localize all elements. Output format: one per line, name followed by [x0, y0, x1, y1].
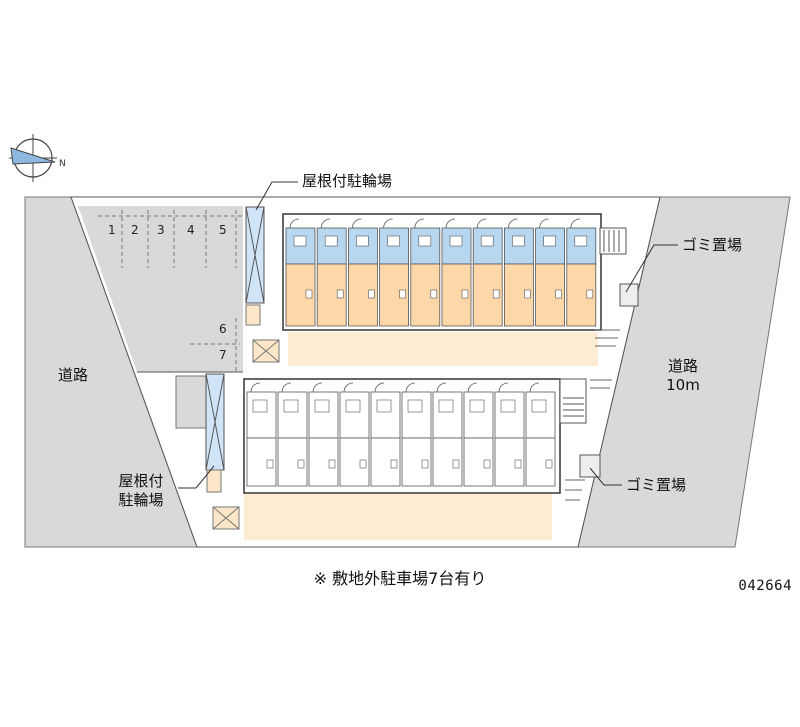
north-unit — [347, 218, 378, 327]
garbage-top-label: ゴミ置場 — [682, 236, 743, 254]
parking-space-5: 5 — [219, 223, 227, 237]
parking-space-2: 2 — [131, 223, 139, 237]
north-unit — [503, 218, 534, 327]
garbage-area-bottom — [579, 454, 601, 478]
south-unit — [463, 382, 494, 487]
parking-space-4: 4 — [187, 223, 195, 237]
bike-shelter-bottom-label: 屋根付 駐輪場 — [106, 472, 176, 510]
map-id: 042664 — [738, 578, 792, 594]
parking-space-3: 3 — [157, 223, 165, 237]
bike-shelter-top-label: 屋根付駐輪場 — [302, 172, 393, 190]
south-building — [243, 378, 587, 540]
south-unit — [525, 382, 556, 487]
south-unit — [308, 382, 339, 487]
bike-shelter-bottom-line1: 屋根付 — [118, 472, 164, 490]
planter-1 — [252, 339, 280, 363]
south-unit — [246, 382, 277, 487]
south-unit — [277, 382, 308, 487]
footnote: ※ 敷地外駐車場7台有り — [313, 569, 487, 588]
bike-shelter-bottom-line2: 駐輪場 — [118, 490, 164, 509]
svg-text:N: N — [59, 159, 66, 169]
parking-space-7: 7 — [219, 348, 227, 362]
north-unit — [379, 218, 410, 327]
parking-space-6: 6 — [219, 322, 227, 336]
north-unit — [566, 218, 597, 327]
parking-space-1: 1 — [108, 223, 116, 237]
compass-icon: N — [9, 134, 66, 182]
south-unit — [432, 382, 463, 487]
south-unit — [339, 382, 370, 487]
planter-2 — [212, 506, 240, 530]
north-unit — [535, 218, 565, 327]
road-right-name: 道路 — [667, 357, 698, 375]
north-unit — [472, 218, 503, 327]
road-right-label: 道路 10m — [660, 357, 706, 395]
north-unit — [441, 218, 472, 327]
garbage-bottom-label: ゴミ置場 — [626, 476, 687, 494]
road-right-width: 10m — [666, 375, 700, 394]
garbage-area-top — [619, 283, 639, 307]
north-unit — [410, 218, 441, 327]
north-unit — [285, 218, 316, 327]
north-building — [282, 213, 627, 366]
road-left-label: 道路 — [58, 366, 89, 384]
south-unit — [370, 382, 401, 487]
north-unit — [316, 218, 347, 327]
south-unit — [494, 382, 525, 487]
south-unit — [401, 382, 432, 487]
